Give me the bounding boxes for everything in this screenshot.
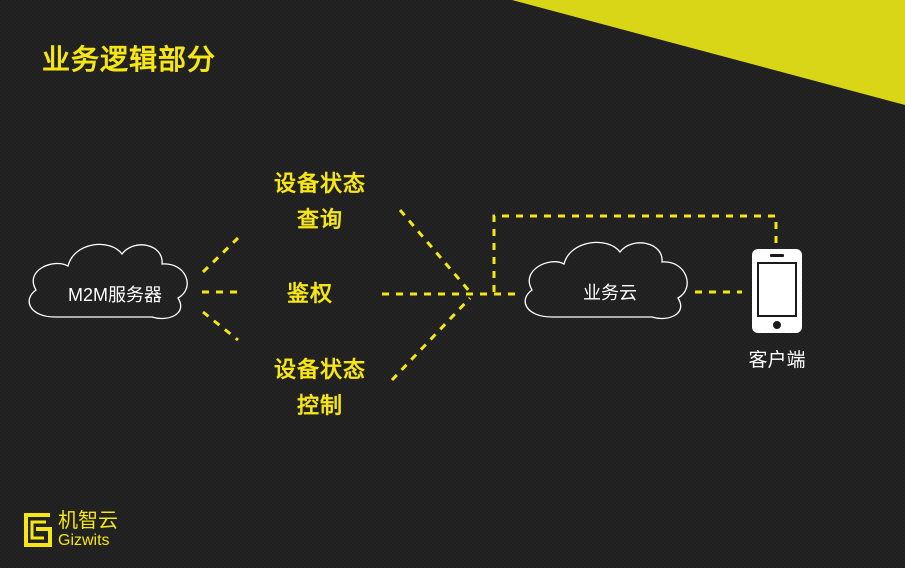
- device-status-control-line1: 设备状态: [273, 357, 366, 382]
- auth-label: 鉴权: [286, 281, 333, 306]
- m2m-server-cloud: [28, 243, 188, 320]
- business-cloud-label: 业务云: [583, 283, 637, 303]
- junction-to-client-bracket: [492, 214, 778, 292]
- m2m-server-label: M2M服务器: [68, 285, 162, 305]
- gizwits-logo-icon: [24, 513, 52, 547]
- client-label: 客户端: [748, 350, 806, 371]
- device-status-query-line1: 设备状态: [273, 171, 366, 196]
- gizwits-logo: 机智云 Gizwits: [22, 510, 118, 550]
- device-status-control-label: 设备状态 控制: [258, 352, 382, 424]
- query-to-junction-line: [398, 209, 472, 293]
- control-to-junction-line: [390, 296, 472, 382]
- device-status-query-line2: 查询: [296, 207, 343, 232]
- logo-english-text: Gizwits: [58, 532, 110, 549]
- device-status-control-line2: 控制: [296, 393, 343, 418]
- page-title: 业务逻辑部分: [42, 44, 217, 75]
- phone-icon: [752, 249, 802, 333]
- m2m-to-control-line: [202, 310, 239, 342]
- m2m-to-query-line: [201, 236, 240, 274]
- business-cloud: [524, 241, 688, 320]
- logo-chinese-text: 机智云: [58, 510, 118, 532]
- device-status-query-label: 设备状态 查询: [258, 166, 382, 238]
